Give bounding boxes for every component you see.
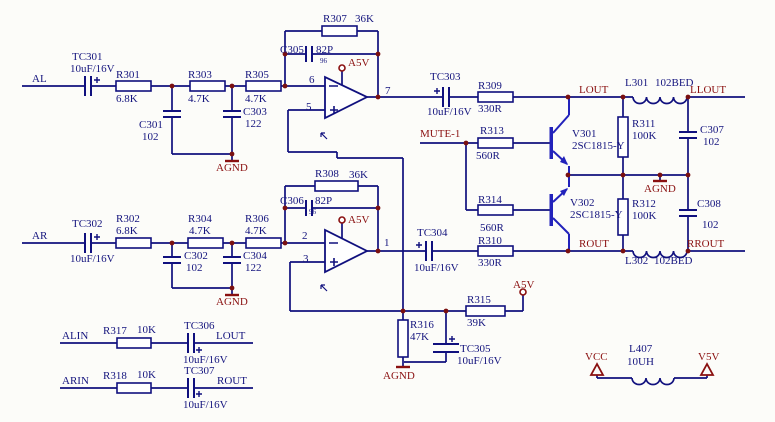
resistor-r313 — [477, 137, 514, 149]
vcc-terminal — [589, 362, 605, 376]
plus-mark-tc301 — [94, 77, 100, 83]
capacitor-c305 — [305, 46, 313, 62]
inductor-l407 — [631, 377, 675, 386]
polarity-marks — [94, 77, 455, 397]
capacitor-tc305 — [433, 343, 459, 353]
capacitor-c307 — [679, 131, 697, 139]
resistor-r315 — [465, 305, 506, 317]
resistor-r302 — [115, 237, 152, 249]
capacitor-tc302 — [84, 233, 92, 253]
opamp2-triangle — [324, 228, 370, 274]
wires-left-channel — [22, 30, 745, 311]
opamp1-trim-arrow — [320, 132, 328, 140]
capacitor-tc306 — [187, 333, 195, 353]
resistor-r308 — [314, 180, 359, 192]
wires-aux-block — [60, 71, 708, 389]
plus-mark-tc302 — [94, 234, 100, 240]
junction-dots — [169, 51, 691, 314]
capacitor-tc303 — [442, 87, 450, 107]
opamp2-input-signs — [329, 242, 338, 266]
transistor-v302-legs — [552, 175, 570, 251]
resistor-r310 — [477, 245, 514, 257]
resistor-r309 — [477, 91, 514, 103]
a5v-terminal-1 — [338, 64, 346, 72]
inductor-l302 — [632, 250, 688, 259]
capacitor-tc304 — [425, 241, 433, 261]
opamp2-trim-arrow — [320, 284, 328, 292]
plus-mark-tc303 — [434, 88, 440, 94]
capacitor-c302 — [163, 256, 181, 264]
plus-mark-tc306 — [196, 347, 202, 353]
inductor-symbols — [631, 96, 688, 386]
transistor-v302-emitter-arrow — [560, 188, 568, 196]
a5v-terminal-3 — [519, 288, 527, 296]
power-symbols — [225, 64, 715, 376]
opamp1-triangle — [324, 75, 370, 120]
plus-mark-tc305 — [449, 336, 455, 342]
opamp1-input-signs — [329, 85, 338, 114]
plus-mark-tc304 — [416, 242, 422, 248]
plus-mark-tc307 — [196, 391, 202, 397]
resistor-r317 — [116, 337, 152, 349]
wires-bias-network — [290, 295, 524, 367]
resistor-r312 — [617, 198, 629, 236]
resistor-symbols — [115, 25, 629, 394]
transistor-symbols — [549, 97, 570, 251]
resistor-r311 — [617, 116, 629, 158]
resistor-r316 — [397, 319, 409, 358]
capacitor-c308 — [679, 209, 697, 217]
transistor-v301-emitter-arrow — [560, 156, 568, 165]
capacitor-c303 — [223, 110, 241, 118]
transistor-v301-base-bar — [549, 127, 553, 159]
resistor-r314 — [477, 204, 514, 216]
resistor-r318 — [116, 382, 152, 394]
v5v-terminal — [699, 362, 715, 376]
resistor-r301 — [115, 80, 152, 92]
inductor-l301 — [632, 96, 688, 105]
resistor-r305 — [245, 80, 282, 92]
capacitor-symbols — [84, 46, 697, 398]
transistor-v302-base-bar — [549, 194, 553, 226]
capacitor-c306 — [305, 200, 313, 216]
opamp-symbols — [320, 75, 370, 292]
a5v-terminal-2 — [338, 216, 346, 224]
resistor-r304 — [187, 237, 224, 249]
resistor-r307 — [321, 25, 358, 37]
transistor-v301-legs — [552, 97, 570, 175]
capacitor-tc301 — [84, 76, 92, 96]
capacitor-c301 — [163, 110, 181, 118]
wires-mute-network — [420, 97, 689, 251]
capacitor-tc307 — [187, 378, 195, 398]
capacitor-c304 — [223, 256, 241, 264]
resistor-r303 — [189, 80, 226, 92]
resistor-r306 — [245, 237, 282, 249]
